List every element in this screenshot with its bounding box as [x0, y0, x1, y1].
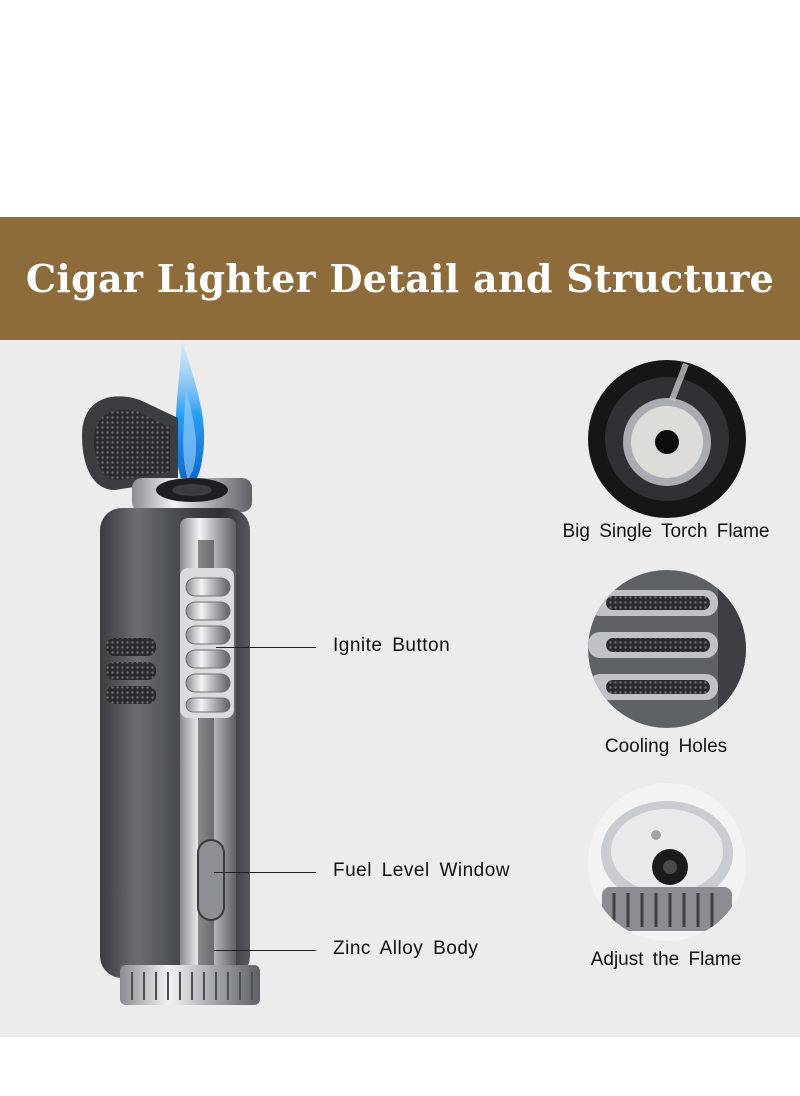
bottom-whitespace: [0, 1037, 800, 1096]
detail-cooling-label: Cooling Holes: [604, 736, 728, 757]
detail-adjust-label: Adjust the Flame: [590, 949, 742, 970]
callout-ignite-button: Ignite Button: [333, 635, 451, 656]
lighter-illustration: [82, 340, 260, 1005]
title-banner: Cigar Lighter Detail and Structure: [0, 217, 800, 340]
detail-torch-label: Big Single Torch Flame: [562, 521, 770, 542]
fuel-window: [197, 839, 225, 921]
callout-line-fuel: [214, 872, 316, 873]
callout-fuel-window: Fuel Level Window: [333, 860, 511, 881]
top-whitespace: [0, 0, 800, 217]
detail-adjust-circle: [588, 783, 746, 941]
banner-title: Cigar Lighter Detail and Structure: [25, 256, 775, 301]
callout-line-body: [214, 950, 316, 951]
ignite-button: [180, 568, 234, 718]
detail-torch-circle: [588, 360, 746, 518]
cooling-holes: [106, 638, 156, 704]
detail-cooling-circle: [588, 570, 746, 728]
callout-zinc-body: Zinc Alloy Body: [333, 938, 479, 959]
callout-line-ignite: [216, 647, 316, 648]
detail-panel: Ignite Button Fuel Level Window Zinc All…: [0, 340, 800, 1037]
lid: [82, 396, 178, 490]
